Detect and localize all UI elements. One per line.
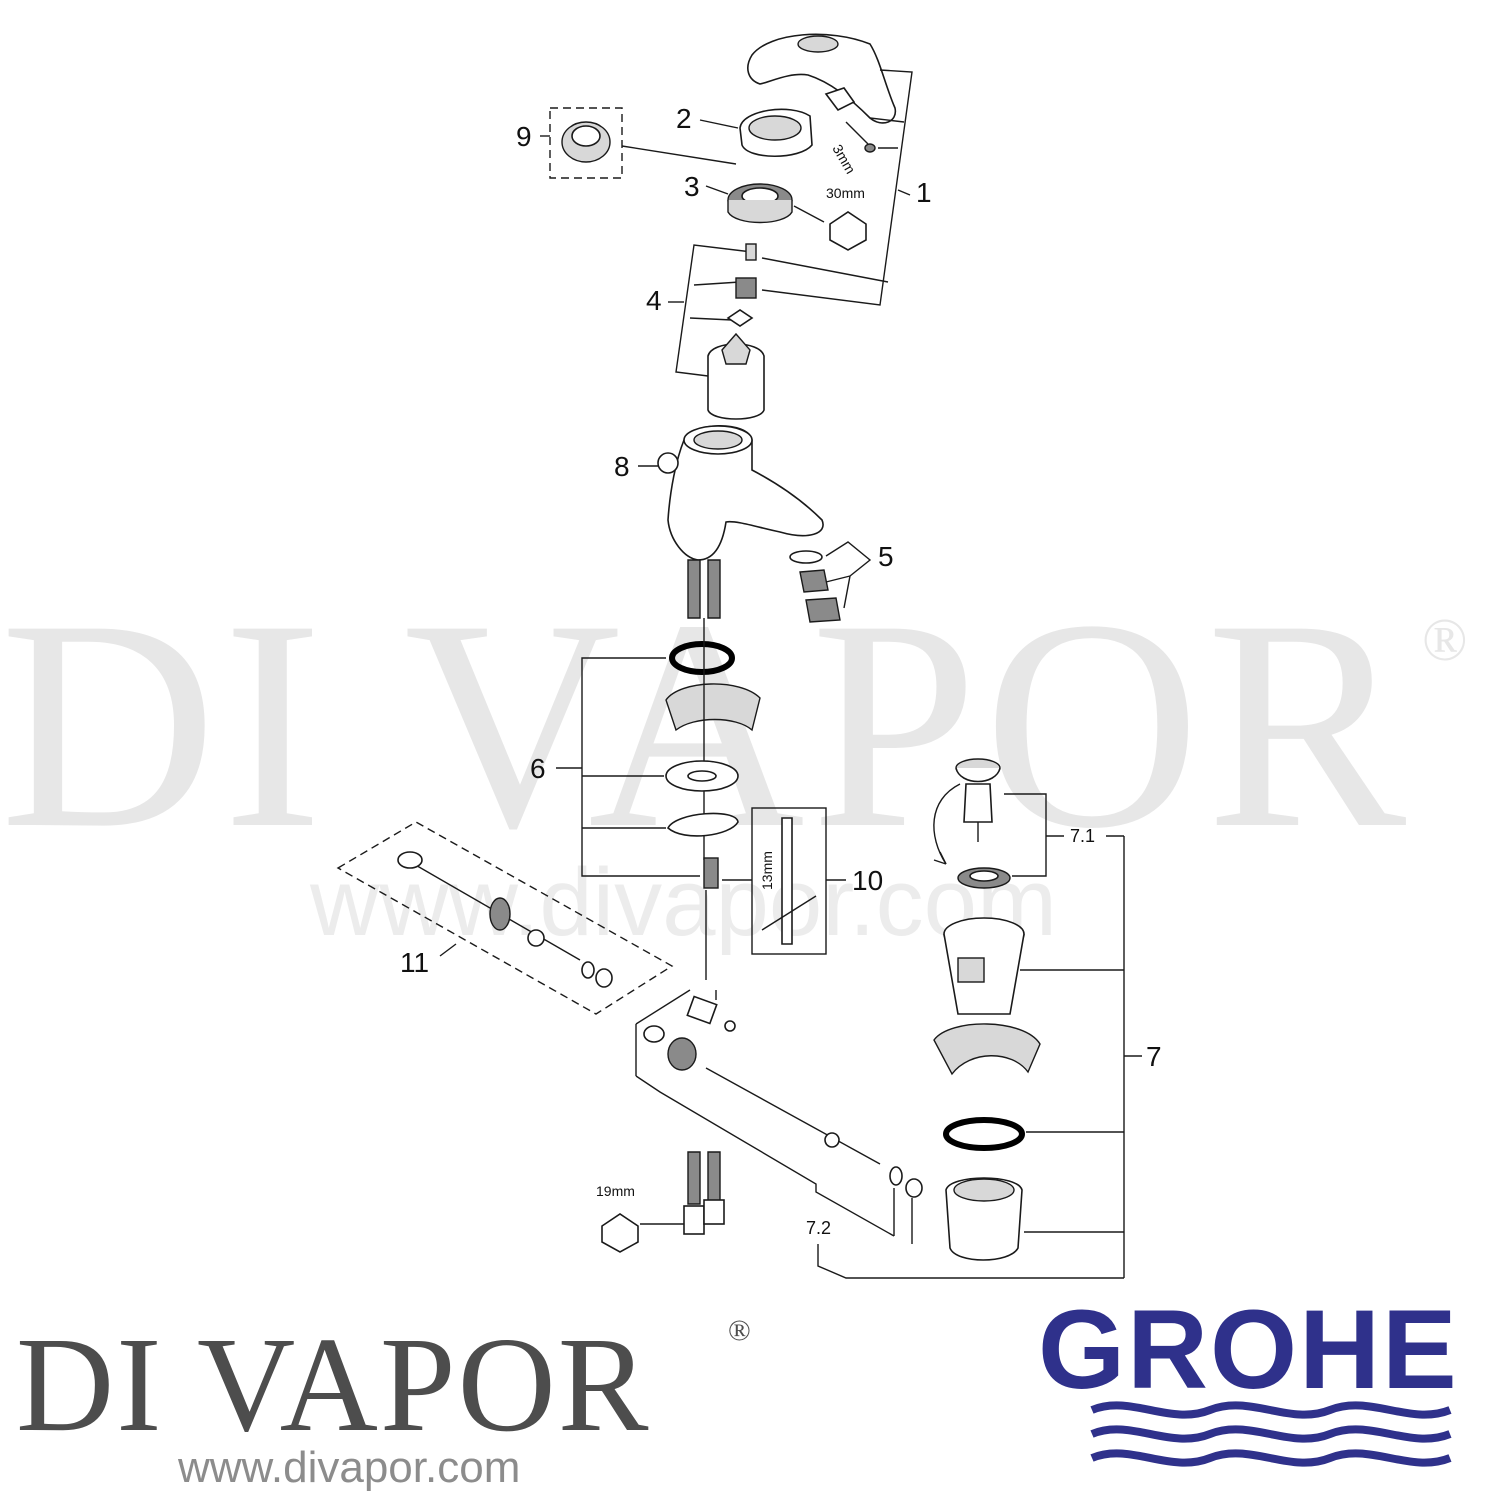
part-9-insert: 9 xyxy=(516,107,737,179)
part-4-cartridge-group: 4 xyxy=(646,243,765,420)
part-3-nut: 3 30mm xyxy=(684,171,867,251)
watermark-registered-mark: ® xyxy=(1422,607,1468,673)
watermark: DI VAPOR ® www.divapor.com xyxy=(0,558,1468,956)
callout-4: 4 xyxy=(646,285,662,316)
callout-1: 1 xyxy=(916,177,932,208)
key-13mm-label: 13mm xyxy=(759,851,775,890)
callout-11: 11 xyxy=(400,947,429,978)
supply-hoses: 19mm xyxy=(596,1151,725,1253)
grohe-logo-text: GROHE xyxy=(1038,1287,1459,1412)
callout-7: 7 xyxy=(1146,1041,1162,1072)
divapor-logo-text: DI VAPOR xyxy=(16,1310,651,1460)
hex-19mm-icon xyxy=(601,1213,639,1253)
part-7-2-lift-rod: 7.2 xyxy=(635,989,1124,1279)
callout-9: 9 xyxy=(516,121,532,152)
callout-7-1: 7.1 xyxy=(1070,826,1095,846)
divapor-website: www.divapor.com xyxy=(177,1443,520,1492)
callout-3: 3 xyxy=(684,171,700,202)
watermark-text: DI VAPOR xyxy=(0,558,1412,890)
callout-10: 10 xyxy=(852,865,883,896)
hex-30mm-label: 30mm xyxy=(826,185,865,201)
callout-2: 2 xyxy=(676,103,692,134)
part-5-aerator: 5 xyxy=(789,541,894,623)
callout-1-bracket: 1 xyxy=(761,69,932,306)
watermark-url: www.divapor.com xyxy=(309,849,1057,956)
part-6-mounting-set: 6 xyxy=(530,618,761,980)
grohe-wave-icon xyxy=(1090,1401,1452,1419)
part-10-special-key: 13mm 10 xyxy=(722,807,883,955)
grohe-wave-icon xyxy=(1090,1425,1452,1443)
callout-5: 5 xyxy=(878,541,894,572)
callout-7-2: 7.2 xyxy=(806,1218,831,1238)
divapor-registered-mark: ® xyxy=(728,1314,751,1347)
callout-6: 6 xyxy=(530,753,546,784)
hex-wrench-icon xyxy=(829,211,867,251)
divapor-brand: DI VAPOR ® www.divapor.com xyxy=(16,1310,751,1492)
part-8-mixer-body: 8 xyxy=(614,424,824,619)
grohe-wave-icon xyxy=(1090,1449,1452,1467)
part-2-cap: 2 xyxy=(676,103,813,158)
callout-8: 8 xyxy=(614,451,630,482)
hex-19mm-label: 19mm xyxy=(596,1183,635,1199)
grohe-logo: GROHE xyxy=(1038,1287,1459,1467)
part-7-waste-assembly: 7.1 7 xyxy=(933,758,1162,1278)
part-11-rod-set: 11 xyxy=(336,821,674,1015)
part-1-lever-handle: 3mm xyxy=(747,33,897,177)
allen-key-size-label: 3mm xyxy=(829,142,858,177)
